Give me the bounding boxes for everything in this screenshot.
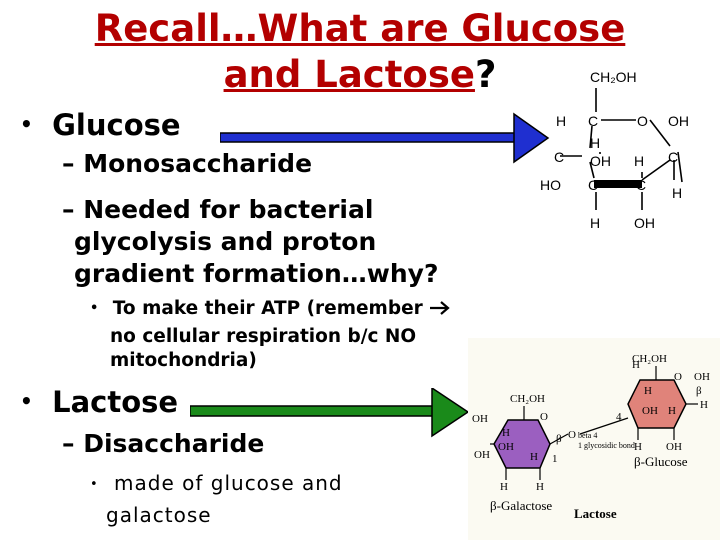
beta-glucose-label: β-Glucose — [634, 454, 688, 469]
glucose-sub2-line2: glycolysis and proton — [74, 227, 377, 256]
galactose-h-label: H — [536, 481, 544, 493]
num-4-label: 4 — [616, 411, 622, 423]
glucose-oh-label: OH — [642, 405, 658, 417]
glucose-note-line1: To make their ATP (remember — [112, 298, 423, 319]
glucose-h-label: H — [634, 153, 644, 169]
glucose-c-label: C — [554, 149, 564, 165]
glucose-h-label: H — [556, 113, 566, 129]
glucose-heading: Glucose — [52, 108, 181, 142]
glucose-oh-label: OH — [590, 153, 611, 169]
glucose-note-line3: mitochondria) — [110, 350, 257, 371]
glucose-h-label: H — [632, 359, 640, 371]
glucose-c-label: C — [668, 149, 678, 165]
glucose-sub1: – Monosaccharide — [62, 149, 313, 178]
num-1-label: 1 — [552, 453, 558, 465]
galactose-h-label: H — [502, 427, 510, 439]
bullet-dot: • — [90, 477, 99, 492]
galactose-oh-label: OH — [474, 449, 490, 461]
glucose-h-label: H — [634, 441, 642, 453]
glucose-h-label: H — [672, 185, 682, 201]
glucose-arrow — [220, 112, 550, 164]
glucose-ch2oh-label: CH₂OH — [632, 353, 667, 365]
glucose-h-label: H — [644, 385, 652, 397]
lactose-structure-diagram: CH₂OH CH₂OH O O O OH OH OH OH OH OH H H … — [468, 338, 720, 540]
glucose-note-line2: no cellular respiration b/c NO — [110, 326, 417, 347]
glucose-ring — [627, 379, 687, 429]
beta-galactose-label: β-Galactose — [490, 498, 552, 513]
glucose-structure-diagram: CH₂OH C O OH H H C OH H C HO C C H H OH — [540, 69, 689, 231]
glucose-sub2-line3: gradient formation…why? — [74, 259, 439, 288]
glucose-arrow-head — [513, 112, 550, 164]
slide-title-line1: Recall…What are Glucose — [94, 7, 626, 50]
glucose-h-label: H — [700, 399, 708, 411]
galactose-h-label: H — [500, 481, 508, 493]
bullet-lactose: • Lactose — [20, 385, 178, 419]
title-text: and Lactose — [223, 53, 475, 96]
bond-label-line2: 1 glycosidic bond — [578, 441, 635, 450]
bullet-dot: • — [20, 389, 33, 413]
bond-label-line1: beta 4 — [578, 431, 597, 440]
galactose-h-label: H — [530, 451, 538, 463]
glucose-c-label: C — [588, 177, 598, 193]
glucose-c-label: C — [636, 177, 646, 193]
bullet-glucose: • Glucose — [20, 108, 181, 142]
bullet-dot: • — [90, 301, 99, 316]
title-question-mark: ? — [474, 53, 497, 96]
slide-title-line2: and Lactose? — [40, 52, 680, 98]
lactose-note: • made of glucose and — [90, 468, 343, 500]
glucose-oh-label: OH — [666, 441, 682, 453]
right-arrow-icon — [430, 301, 450, 315]
bullet-dot: • — [20, 112, 33, 136]
lactose-arrow — [190, 388, 470, 438]
lactose-note-line2: galactose — [106, 503, 212, 527]
glucose-oh-label: OH — [668, 113, 689, 129]
glucose-beta-label: β — [696, 385, 702, 397]
glucose-arrow-shaft — [220, 132, 517, 143]
glucose-ring-o-label: O — [637, 113, 648, 129]
glucose-h-label: H — [590, 215, 600, 231]
glucose-oh-label: OH — [694, 371, 710, 383]
beta-label: β — [556, 433, 562, 445]
glucose-ring-o-label: O — [674, 371, 682, 383]
glucose-h-label: H — [590, 135, 600, 151]
galactose-ch2oh-label: CH₂OH — [510, 393, 545, 405]
galactose-oh-label: OH — [472, 413, 488, 425]
glucose-oh-label: OH — [634, 215, 655, 231]
lactose-heading: Lactose — [52, 385, 179, 419]
glucose-h-label: H — [668, 405, 676, 417]
lactose-note-line1: made of glucose and — [114, 471, 343, 495]
lactose-arrow-head — [431, 388, 470, 438]
lactose-sub1: – Disaccharide — [62, 429, 265, 458]
galactose-oh-label: OH — [498, 441, 514, 453]
lactose-label: Lactose — [574, 506, 617, 521]
glucose-note: • To make their ATP (remember — [90, 298, 451, 320]
lactose-arrow-shaft — [190, 405, 435, 417]
glucose-ch2oh-label: CH₂OH — [590, 69, 637, 85]
galactose-ring-o-label: O — [540, 411, 548, 423]
glucose-ho-label: HO — [540, 177, 561, 193]
glucose-sub2-line1: – Needed for bacterial — [62, 195, 374, 224]
glucose-c-label: C — [588, 113, 598, 129]
glycosidic-o-label: O — [568, 429, 576, 441]
